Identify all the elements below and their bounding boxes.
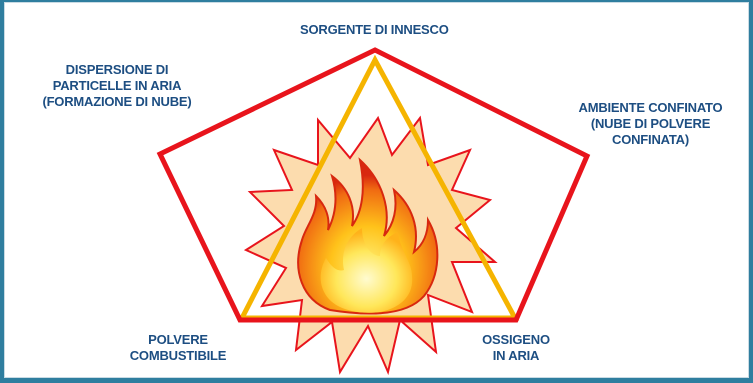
label-ignition-source: SORGENTE DI INNESCO: [300, 22, 449, 37]
label-confined-environment: AMBIENTE CONFINATO (NUBE DI POLVERE CONF…: [578, 100, 723, 147]
label-dispersion: DISPERSIONE DI PARTICELLE IN ARIA (FORMA…: [42, 62, 192, 109]
explosion-pentagon: [156, 47, 591, 323]
fire-icon: [297, 157, 439, 315]
label-oxygen: OSSIGENO IN ARIA: [482, 332, 550, 363]
label-combustible-dust: POLVERE COMBUSTIBILE: [129, 332, 227, 363]
